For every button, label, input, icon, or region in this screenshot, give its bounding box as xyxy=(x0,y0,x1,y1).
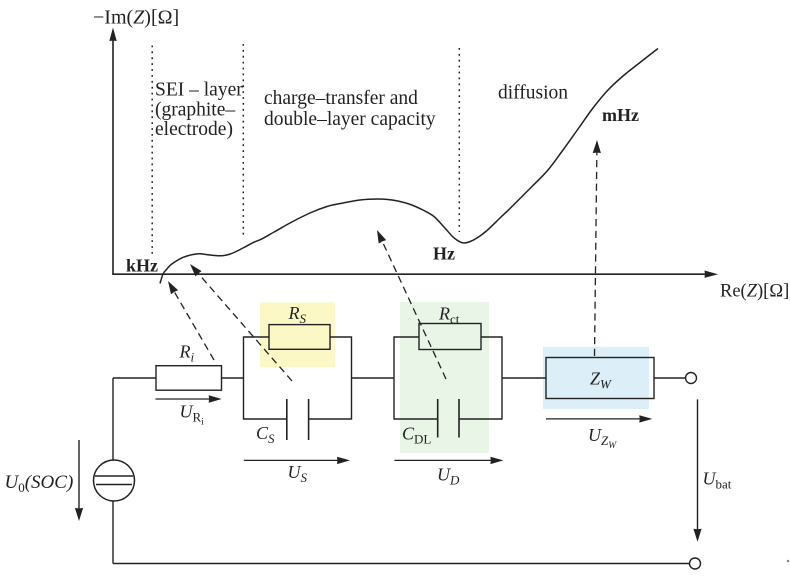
svg-text:Rct: Rct xyxy=(438,304,460,327)
svg-text:ZW: ZW xyxy=(590,369,612,392)
svg-text:Ri: Ri xyxy=(179,342,195,365)
svg-text:Hz: Hz xyxy=(433,244,455,264)
svg-text:CS: CS xyxy=(256,423,275,446)
svg-text:mHz: mHz xyxy=(602,105,639,125)
svg-text:charge–transfer and: charge–transfer and xyxy=(264,88,418,109)
svg-text:RS: RS xyxy=(288,303,307,326)
svg-text:Ubat: Ubat xyxy=(703,469,732,492)
svg-text:electrode): electrode) xyxy=(155,119,233,140)
svg-text:(graphite–: (graphite– xyxy=(155,100,235,121)
svg-text:CDL: CDL xyxy=(402,424,431,447)
svg-text:US: US xyxy=(288,462,308,485)
svg-text:SEI – layer: SEI – layer xyxy=(155,80,243,101)
svg-text:UD: UD xyxy=(437,465,460,488)
svg-text:diffusion: diffusion xyxy=(498,83,568,104)
svg-text:Re(Z)[Ω]: Re(Z)[Ω] xyxy=(720,282,789,302)
svg-text:URi: URi xyxy=(180,402,205,428)
svg-text:double–layer capacity: double–layer capacity xyxy=(264,109,436,130)
svg-text:U0(SOC): U0(SOC) xyxy=(5,472,74,495)
svg-text:kHz: kHz xyxy=(126,256,158,276)
svg-text:−Im(Z)[Ω]: −Im(Z)[Ω] xyxy=(93,7,179,29)
svg-text:UZW: UZW xyxy=(588,425,617,451)
